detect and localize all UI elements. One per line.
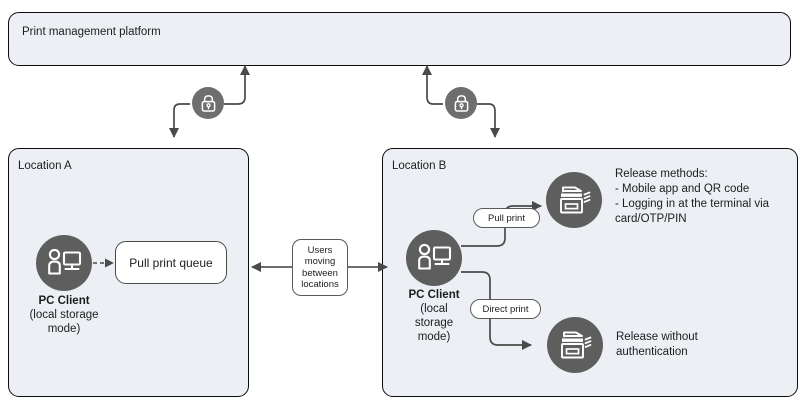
location-a-pc-client-caption: PC Client (local storage mode) bbox=[4, 294, 124, 336]
printer-icon bbox=[546, 172, 602, 228]
location-b-pc-client-caption: PC Client (local storage mode) bbox=[389, 288, 479, 344]
location-b-pc-client-name: PC Client bbox=[408, 289, 460, 301]
wire-platform-to-location-a bbox=[168, 103, 190, 139]
users-transit-box: Users moving between locations bbox=[292, 239, 348, 296]
location-a-pc-client-mode-line2: mode) bbox=[47, 323, 81, 335]
pc-client-icon bbox=[36, 235, 92, 291]
location-a-pc-client-name: PC Client bbox=[38, 295, 90, 307]
transit-label-line1: Users bbox=[307, 244, 333, 256]
transit-label-line4: locations bbox=[301, 279, 339, 290]
pull-print-label[interactable]: Pull print bbox=[473, 208, 540, 228]
direct-release-text: Release without authentication bbox=[616, 331, 698, 358]
wire-location-a-to-platform bbox=[224, 64, 251, 105]
lock-icon bbox=[445, 87, 477, 119]
location-b-title: Location B bbox=[392, 160, 447, 172]
pc-client-icon bbox=[406, 230, 462, 286]
location-a-pc-client-mode-line1: (local storage bbox=[29, 309, 99, 321]
transit-label-line2: moving bbox=[304, 256, 336, 267]
release-methods-text: Release methods: - Mobile app and QR cod… bbox=[615, 168, 770, 225]
wire-platform-to-location-b bbox=[477, 103, 501, 139]
pull-print-queue-node[interactable]: Pull print queue bbox=[115, 241, 227, 284]
wire-location-b-to-platform bbox=[421, 64, 443, 105]
location-b-pc-client-mode-line1: (local bbox=[420, 303, 448, 315]
location-b-pc-client-mode-line2: storage bbox=[414, 317, 454, 329]
location-b-pc-client-mode-line3: mode) bbox=[417, 331, 451, 343]
printer-icon bbox=[547, 317, 603, 373]
direct-print-label[interactable]: Direct print bbox=[470, 299, 541, 319]
transit-label-line3: between bbox=[302, 267, 338, 279]
location-a-title: Location A bbox=[18, 160, 72, 172]
platform-title: Print management platform bbox=[22, 26, 161, 38]
print-management-platform-box bbox=[8, 12, 791, 66]
lock-icon bbox=[192, 87, 224, 119]
